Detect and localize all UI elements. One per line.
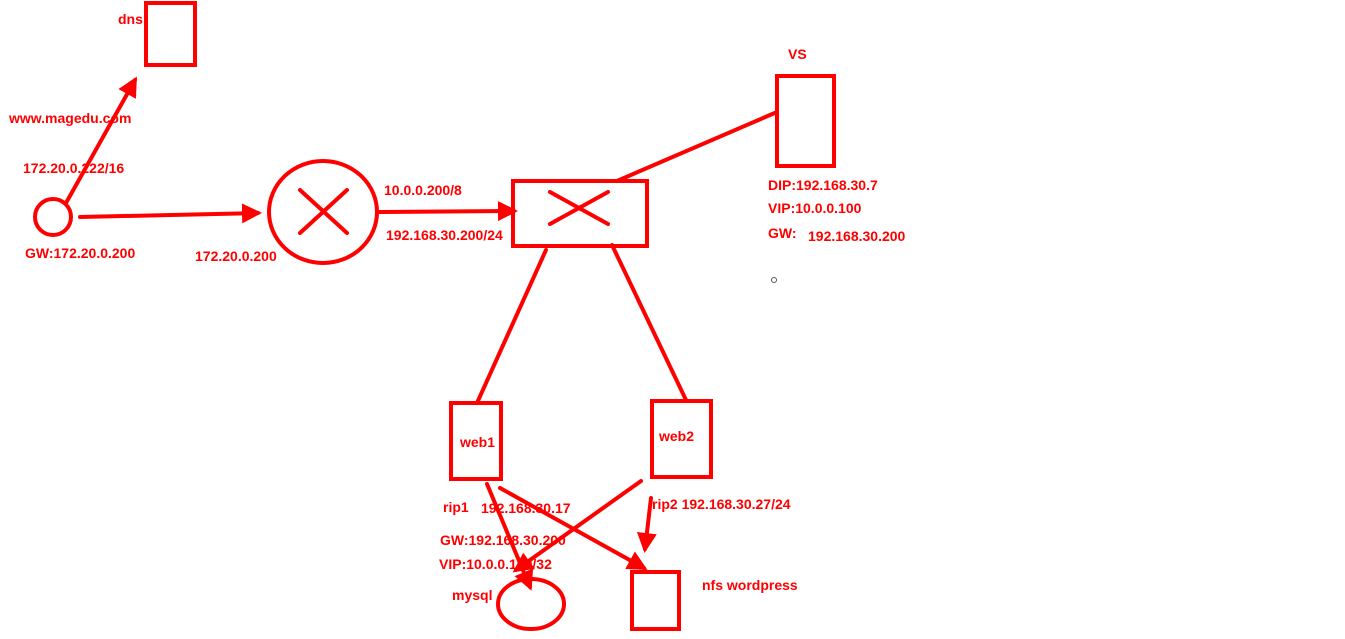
router-out-ip2-label: 192.168.30.200/24 (386, 227, 503, 243)
rip1-prefix-label: rip1 (443, 499, 469, 515)
client-to-dns-arrow (64, 76, 137, 205)
router-to-switch-arrow (376, 201, 518, 222)
rip2-label: rip2 192.168.30.27/24 (652, 496, 791, 512)
mysql-label: mysql (452, 587, 492, 603)
client-ip-label: 172.20.0.222/16 (23, 160, 124, 176)
vs-vip-label: VIP:10.0.0.100 (768, 200, 862, 216)
switch-to-web2-link (610, 243, 688, 402)
rip1-value-label: 192.168.30.17 (481, 500, 571, 516)
vs-label: VS (788, 46, 807, 62)
vs-dip-label: DIP:192.168.30.7 (768, 177, 878, 193)
router-out-ip1-label: 10.0.0.200/8 (384, 182, 462, 198)
vs-gw-prefix-label: GW: (768, 225, 797, 241)
client-gw-label: GW:172.20.0.200 (25, 245, 135, 261)
nfs-server-box (630, 570, 681, 631)
client-node (33, 197, 73, 237)
web-vip-label: VIP:10.0.0.100/32 (439, 556, 552, 572)
web2-label: web2 (658, 428, 694, 444)
nfs-label: nfs wordpress (702, 577, 798, 593)
domain-label: www.magedu.com (8, 110, 131, 126)
web-gw-label: GW:192.168.30.200 (440, 532, 566, 548)
small-dot-mark (771, 277, 777, 283)
router-in-ip-label: 172.20.0.200 (195, 248, 277, 264)
web2-server-box (650, 399, 713, 479)
router-cross-b (298, 188, 349, 235)
switch-node (511, 179, 649, 248)
web2-to-nfs-arrow (636, 496, 657, 553)
web1-server-box (449, 401, 503, 481)
client-to-router-arrow (78, 203, 262, 224)
switch-to-vs-link (615, 110, 779, 183)
web2-to-mysql-arrow (512, 479, 643, 573)
vs-gw-value-label: 192.168.30.200 (808, 228, 906, 244)
vs-server-box (775, 74, 836, 168)
mysql-node (496, 577, 566, 631)
switch-to-web1-link (475, 248, 548, 405)
dns-server-box (144, 1, 197, 67)
dns-label: dns (118, 11, 143, 27)
switch-cross-b (548, 190, 610, 226)
web1-label: web1 (459, 434, 495, 450)
